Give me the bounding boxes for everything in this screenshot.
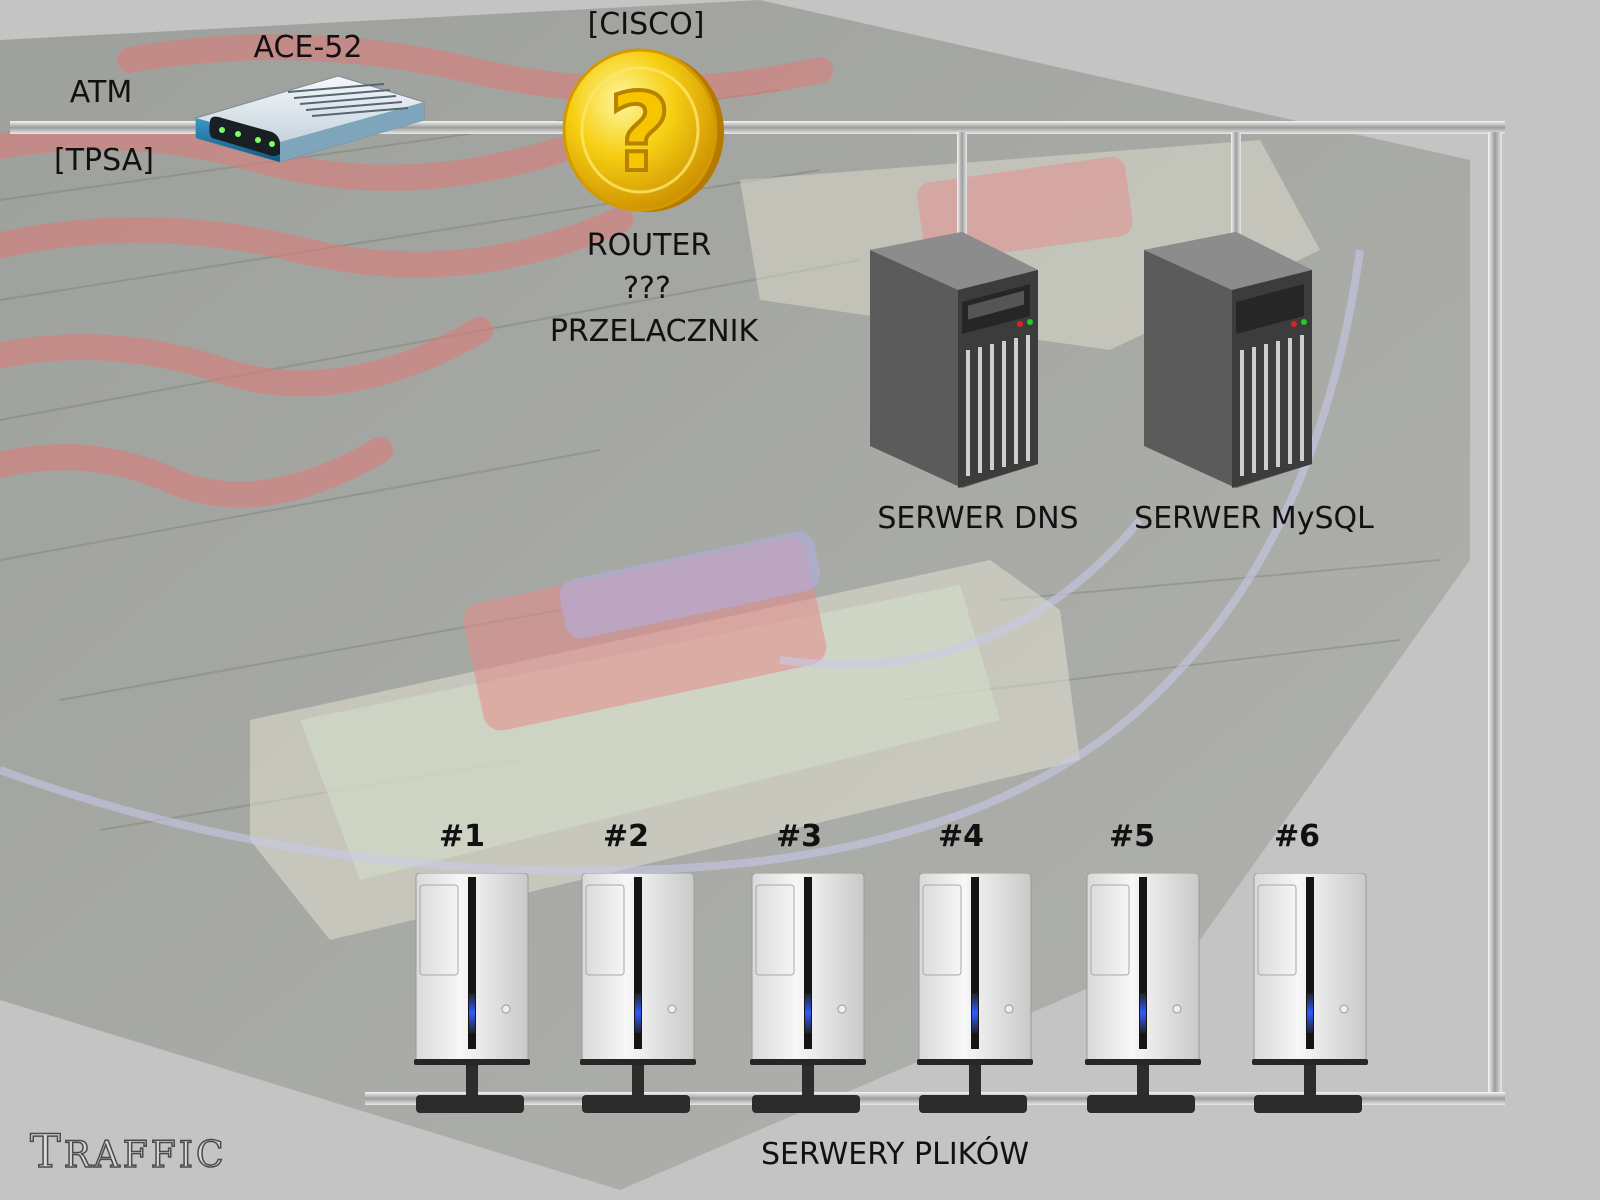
silver-pc-tower-icon <box>1085 873 1201 1113</box>
traffic-logo: TRAFFIC <box>29 1123 227 1179</box>
mysql-drop-pipe <box>1231 132 1241 242</box>
modem-icon <box>195 75 425 163</box>
file-server-number-label: #6 <box>1273 819 1321 854</box>
file-server-number-label: #3 <box>775 819 823 854</box>
file-servers-caption: SERWERY PLIKÓW <box>761 1137 1029 1172</box>
file-server-number-label: #2 <box>602 819 650 854</box>
question-coin-icon: ? <box>562 48 724 212</box>
router-caption-line-2: ??? <box>623 271 671 306</box>
silver-pc-tower-icon <box>414 873 530 1113</box>
modem-model-label: ACE-52 <box>253 30 363 65</box>
silver-pc-tower-icon <box>917 873 1033 1113</box>
tower-server-icon <box>870 232 1038 488</box>
modem-provider-label: [TPSA] <box>54 143 154 178</box>
silver-pc-tower-icon <box>580 873 696 1113</box>
modem-line-label: ATM <box>69 75 133 110</box>
dns-drop-pipe <box>957 132 967 242</box>
mysql-server-label: SERWER MySQL <box>1134 501 1374 536</box>
tower-server-icon <box>1144 232 1312 488</box>
router-caption-line-3: PRZELACZNIK <box>549 314 759 349</box>
router-brand-label: [CISCO] <box>587 7 705 42</box>
dns-server-label: SERWER DNS <box>877 501 1079 536</box>
silver-pc-tower-icon <box>1252 873 1368 1113</box>
silver-pc-tower-icon <box>750 873 866 1113</box>
file-server-number-label: #5 <box>1108 819 1156 854</box>
svg-text:?: ? <box>609 71 672 196</box>
router-caption-line-1: ROUTER <box>586 228 712 263</box>
right-riser-pipe <box>1488 132 1502 1098</box>
file-server-number-label: #1 <box>438 819 486 854</box>
file-server-number-label: #4 <box>937 819 985 854</box>
